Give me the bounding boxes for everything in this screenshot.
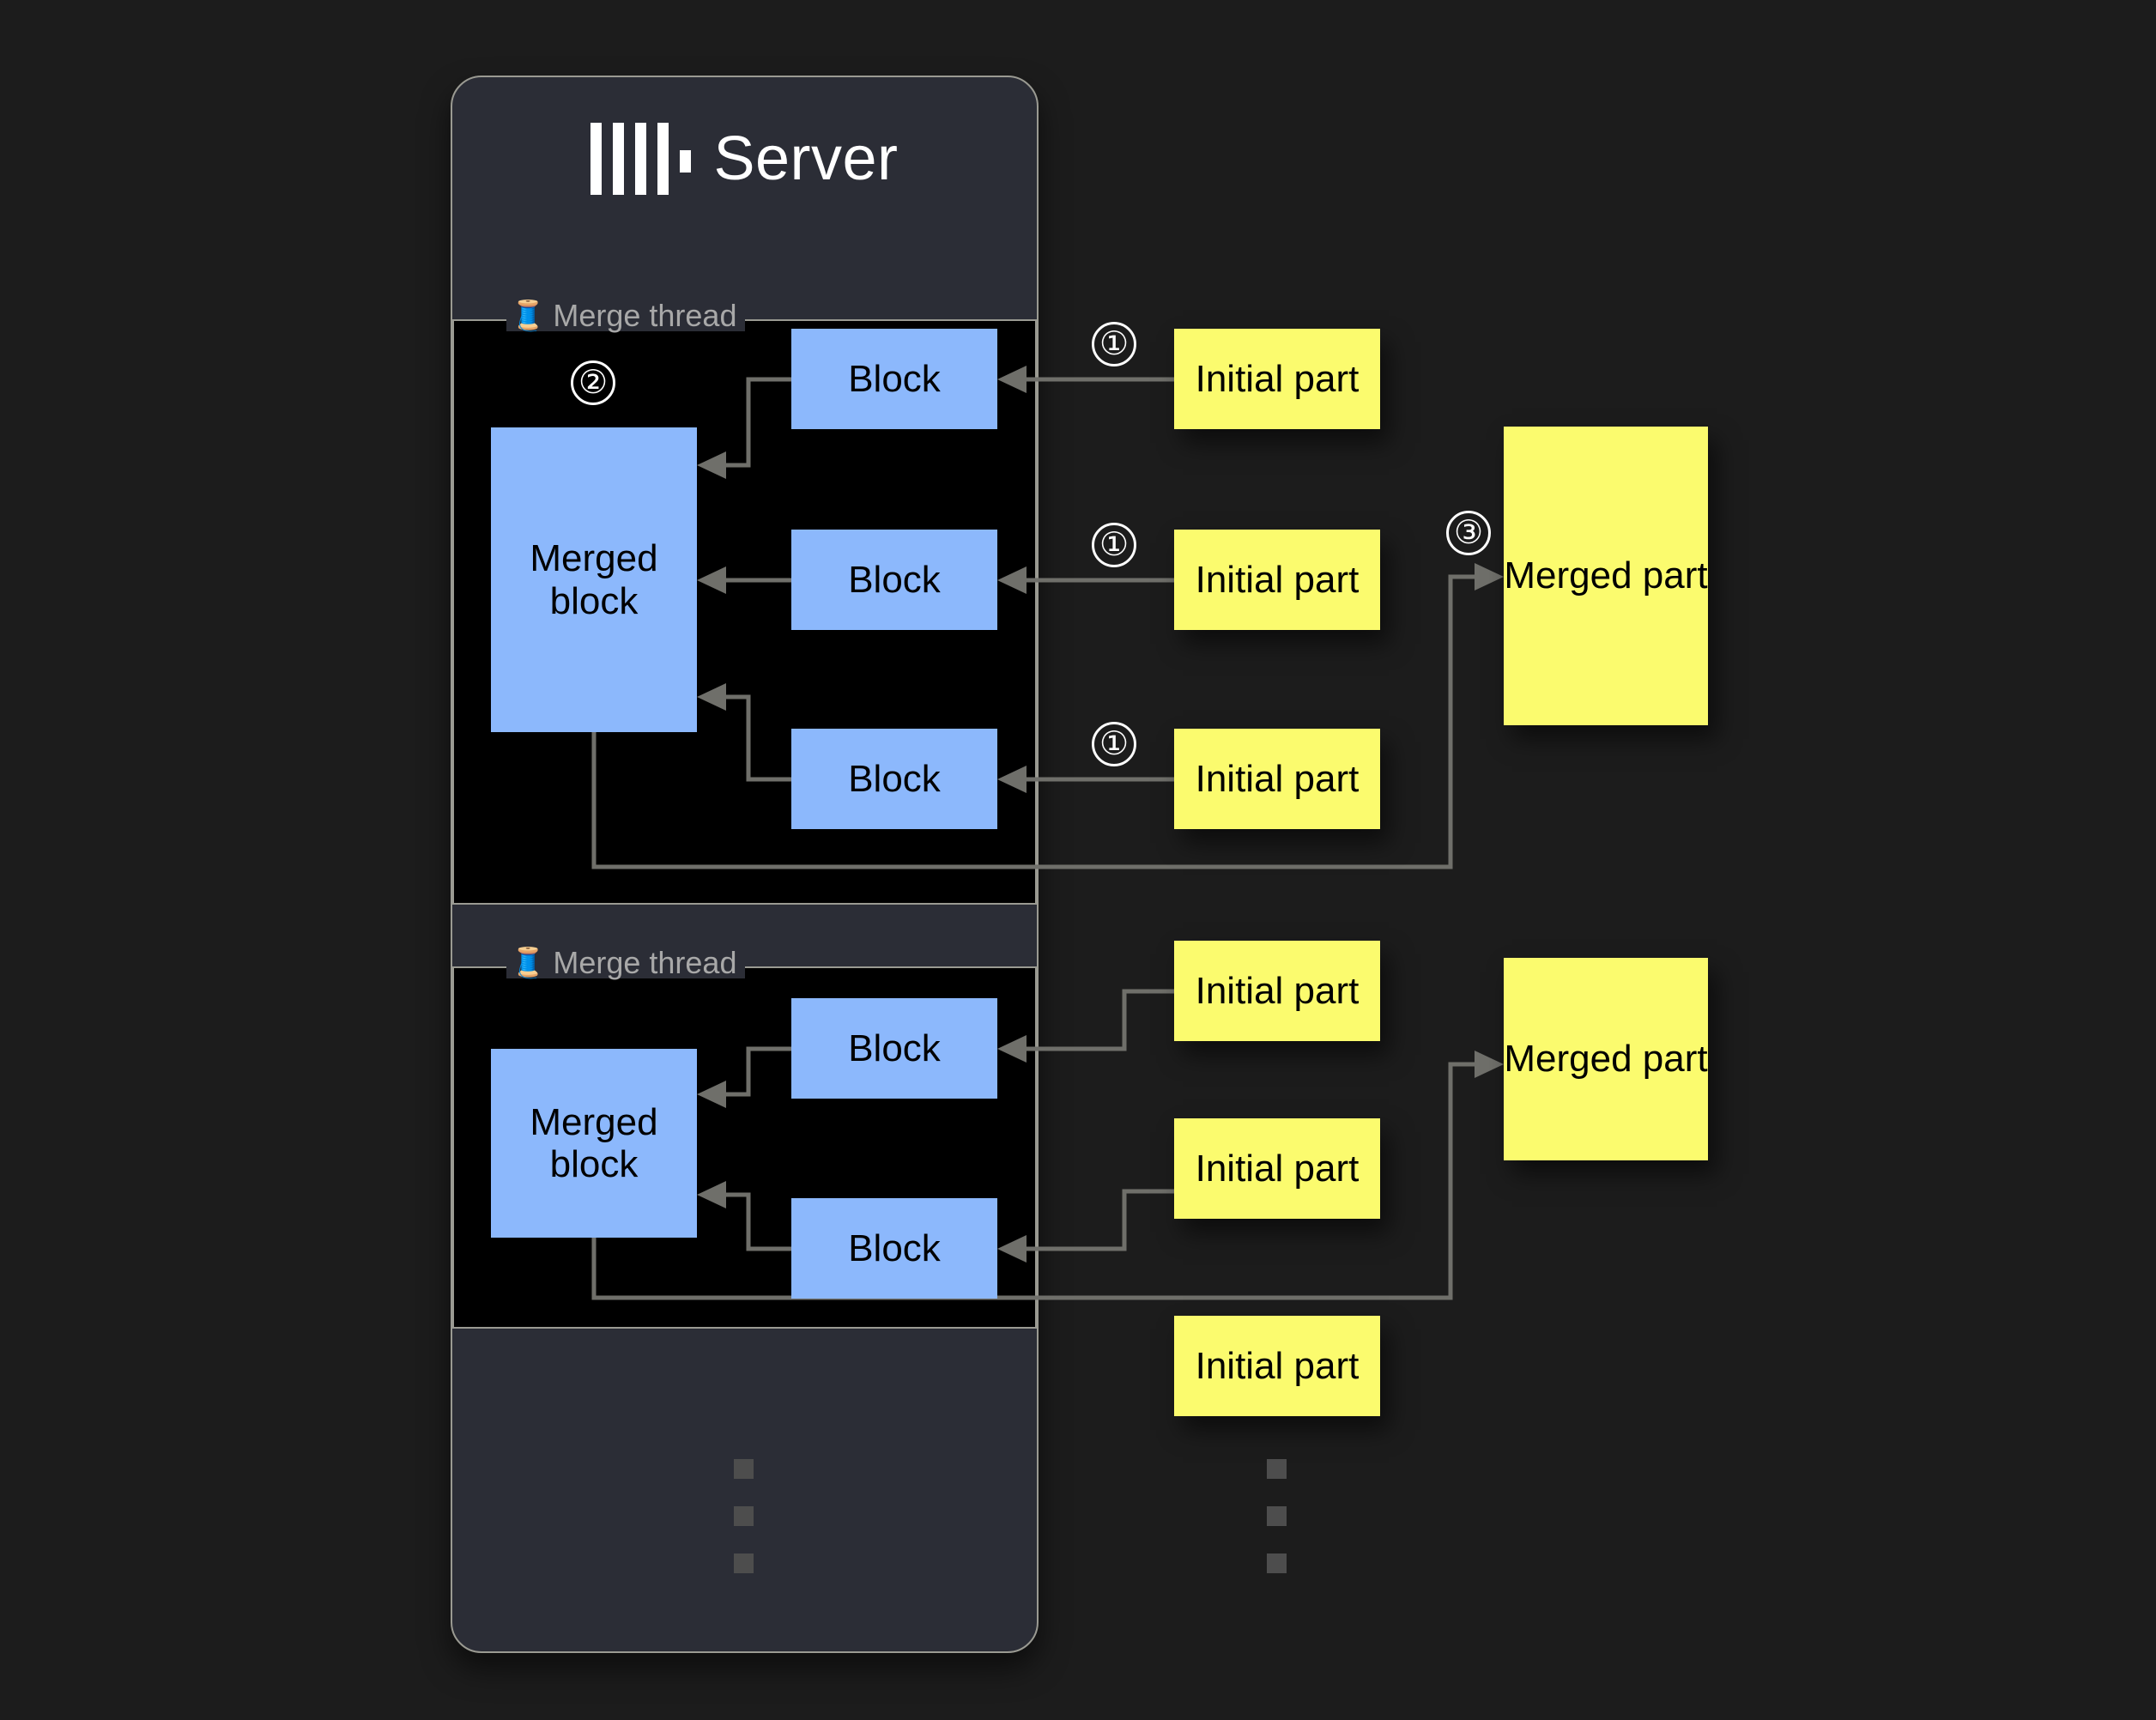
- initial-part-label: Initial part: [1195, 357, 1360, 400]
- initial-part-label: Initial part: [1195, 1344, 1360, 1387]
- merge-thread-label-1: 🧵 Merge thread: [506, 298, 746, 333]
- initial-part-4: Initial part: [1174, 941, 1380, 1041]
- server-title-text: Server: [713, 124, 899, 193]
- block-1-1: Block: [791, 329, 997, 429]
- block-label: Block: [848, 1226, 941, 1269]
- clickhouse-logo-icon: [590, 123, 692, 195]
- block-1-3: Block: [791, 729, 997, 829]
- dot: [1267, 1553, 1287, 1573]
- initial-part-label: Initial part: [1195, 969, 1360, 1012]
- dot: [734, 1553, 754, 1573]
- merged-block-2: Merged block: [491, 1049, 697, 1238]
- thread-spool-icon: 🧵: [510, 300, 547, 332]
- step-marker-1-b: ①: [1092, 523, 1136, 567]
- dot: [734, 1506, 754, 1526]
- merged-block-label: Merged block: [530, 537, 658, 622]
- block-2-1: Block: [791, 998, 997, 1099]
- thread-spool-icon: 🧵: [510, 947, 547, 979]
- initial-part-1: Initial part: [1174, 329, 1380, 429]
- server-title: Server: [451, 112, 1039, 206]
- ellipsis-dots-parts: [1267, 1459, 1287, 1601]
- merge-thread-label-text-1: Merge thread: [553, 298, 737, 333]
- dot: [1267, 1459, 1287, 1479]
- merged-part-1: Merged part: [1504, 427, 1708, 725]
- merged-part-label: Merged part: [1504, 1038, 1708, 1081]
- initial-part-3: Initial part: [1174, 729, 1380, 829]
- initial-part-2: Initial part: [1174, 530, 1380, 630]
- merged-block-1: Merged block: [491, 427, 697, 732]
- step-marker-1-a: ①: [1092, 322, 1136, 366]
- block-label: Block: [848, 357, 941, 400]
- dot: [1267, 1506, 1287, 1526]
- block-label: Block: [848, 1027, 941, 1069]
- initial-part-6: Initial part: [1174, 1316, 1380, 1416]
- block-1-2: Block: [791, 530, 997, 630]
- block-2-2: Block: [791, 1198, 997, 1299]
- initial-part-label: Initial part: [1195, 1147, 1360, 1190]
- block-label: Block: [848, 757, 941, 800]
- initial-part-label: Initial part: [1195, 757, 1360, 800]
- step-marker-1-c: ①: [1092, 722, 1136, 766]
- merged-part-2: Merged part: [1504, 958, 1708, 1160]
- step-marker-3: ③: [1446, 511, 1491, 555]
- step-marker-2: ②: [571, 360, 615, 405]
- initial-part-label: Initial part: [1195, 558, 1360, 601]
- merge-thread-label-text-2: Merge thread: [553, 945, 737, 980]
- merge-thread-label-2: 🧵 Merge thread: [506, 945, 746, 980]
- initial-part-5: Initial part: [1174, 1118, 1380, 1219]
- merged-part-label: Merged part: [1504, 554, 1708, 597]
- ellipsis-dots-server: [734, 1459, 754, 1601]
- block-label: Block: [848, 558, 941, 601]
- merged-block-label: Merged block: [530, 1100, 658, 1185]
- dot: [734, 1459, 754, 1479]
